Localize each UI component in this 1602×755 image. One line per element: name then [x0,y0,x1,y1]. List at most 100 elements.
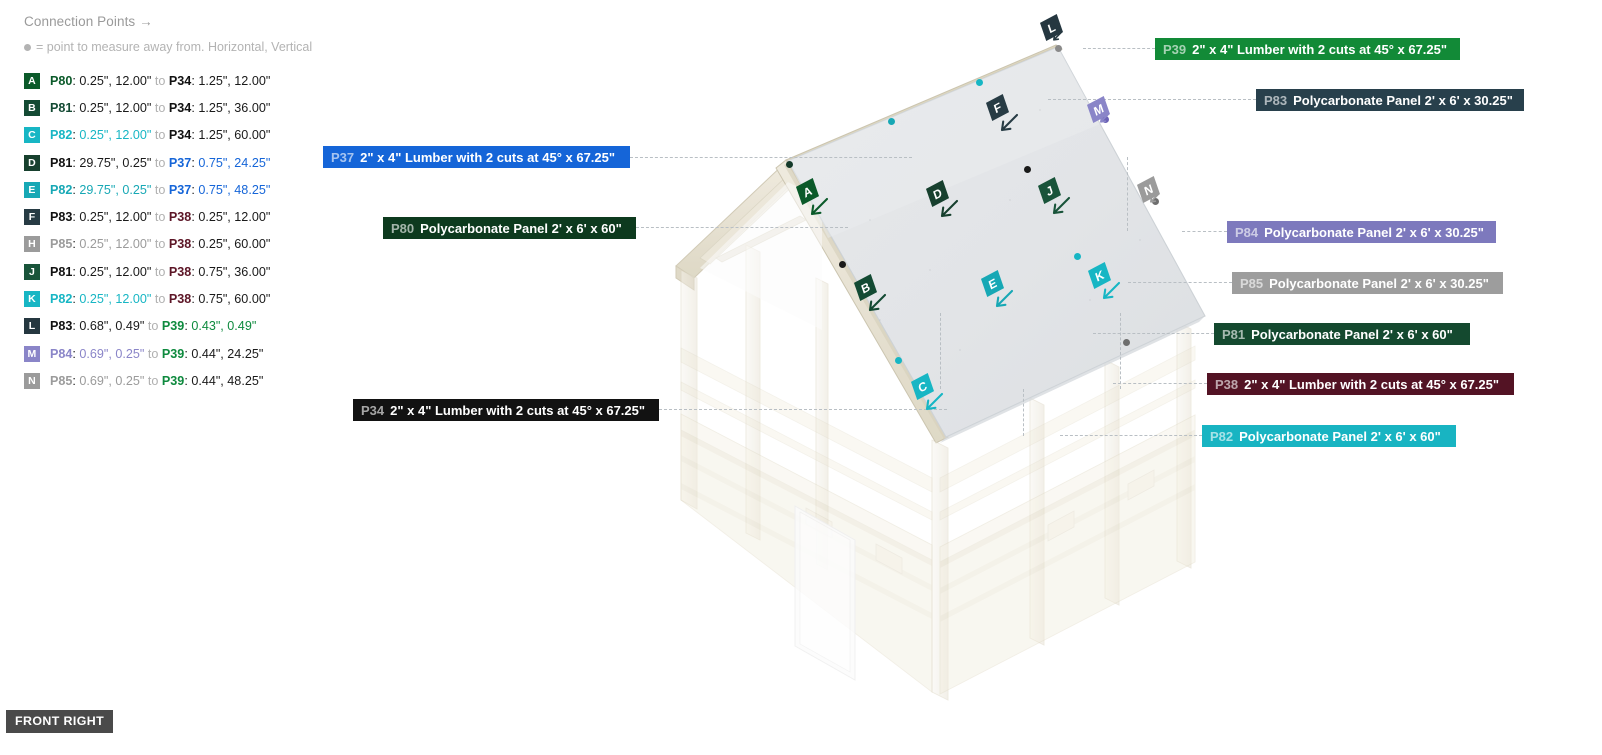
model-marker-b[interactable]: B [853,273,887,312]
model-marker-l[interactable]: L [1039,13,1064,42]
legend-row[interactable]: H P85: 0.25", 12.00" to P38: 0.25", 60.00… [24,231,344,258]
legend-to-values: 0.43", 0.49" [191,319,257,334]
callout-p34[interactable]: P34 2" x 4" Lumber with 2 cuts at 45° x 6… [353,399,659,421]
leader-vert-left [940,313,941,389]
model-marker-label: K [1087,261,1112,290]
legend-to-id: P39 [161,373,185,388]
callout-description: Polycarbonate Panel 2' x 6' x 30.25" [1264,224,1484,240]
legend-from-values: 0.68", 0.49" [79,319,145,334]
callout-id: P82 [1210,428,1234,444]
model-marker-label: B [853,273,878,302]
model-marker-label: E [980,269,1005,298]
cpdot-ridge-top[interactable] [1055,45,1062,52]
legend-to-word: to [147,346,159,361]
legend-to-id: P34 [168,100,192,115]
model-marker-label: F [985,93,1010,122]
legend-badge-n: N [24,372,40,389]
legend-row-text: P82: 29.75", 0.25" to P37: 0.75", 48.25" [50,182,271,197]
legend-to-values: 0.75", 24.25" [198,155,271,170]
legend-to-values: 0.44", 48.25" [191,373,264,388]
callout-description: Polycarbonate Panel 2' x 6' x 30.25" [1293,92,1513,108]
legend-from-id: P80 [50,73,73,88]
cpdot-field-3[interactable] [1123,339,1130,346]
legend-to-id: P38 [168,292,192,307]
legend-to-word: to [154,237,166,252]
model-marker-e[interactable]: E [980,269,1014,308]
legend-to-values: 0.75", 48.25" [198,182,271,197]
legend-to-id: P38 [168,237,192,252]
legend-from-id: P83 [50,210,73,225]
model-marker-n[interactable]: N [1136,175,1161,204]
legend-to-word: to [147,319,159,334]
model-marker-c[interactable]: C [910,372,944,411]
callout-description: Polycarbonate Panel 2' x 6' x 60" [420,220,622,236]
leader-p85 [1128,282,1232,283]
callout-id: P85 [1240,275,1264,291]
callout-id: P39 [1163,41,1187,57]
legend-from-id: P82 [50,292,73,307]
legend-from-values: 0.25", 12.00" [79,237,152,252]
roof-texture [869,109,1141,351]
model-marker-f[interactable]: F [985,93,1019,132]
door-panel [794,505,856,681]
model-marker-label: N [1136,175,1161,204]
leader-p83 [1048,99,1256,100]
leader-vert-bottom [1023,389,1024,436]
callout-p84[interactable]: P84 Polycarbonate Panel 2' x 6' x 30.25" [1227,221,1496,243]
legend-to-values: 0.44", 24.25" [191,346,264,361]
model-marker-k[interactable]: K [1087,261,1121,300]
cpdot-field-2[interactable] [1074,253,1081,260]
legend-to-word: to [147,373,159,388]
legend-to-values: 1.25", 12.00" [198,73,271,88]
cpdot-ridge-1[interactable] [976,79,983,86]
callout-description: 2" x 4" Lumber with 2 cuts at 45° x 67.2… [390,402,646,418]
callout-id: P84 [1235,224,1259,240]
legend-to-values: 1.25", 60.00" [198,128,271,143]
cpdot-field-1[interactable] [1024,166,1031,173]
leader-p82 [1060,435,1202,436]
leader-p80 [636,227,848,228]
model-marker-j[interactable]: J [1037,176,1071,215]
legend-badge-k: K [24,291,40,308]
legend-subtitle-text: = point to measure away from. Horizontal… [36,40,313,54]
model-marker-a[interactable]: A [795,177,829,216]
legend-to-word: to [154,100,166,115]
model-marker-m[interactable]: M [1086,95,1111,124]
legend-to-id: P39 [161,346,185,361]
legend-row-text: P85: 0.25", 12.00" to P38: 0.25", 60.00" [50,237,271,252]
legend-from-id: P84 [50,346,73,361]
legend-from-values: 0.69", 0.25" [79,346,145,361]
leader-vert-upper [1127,157,1128,231]
cpdot-eave-left[interactable] [786,161,793,168]
cpdot-rake-1[interactable] [839,261,846,268]
legend-to-id: P34 [168,73,192,88]
legend-badge-h: H [24,236,40,253]
callout-id: P34 [361,402,385,418]
legend-to-values: 0.25", 60.00" [198,237,271,252]
cpdot-rake-2[interactable] [895,357,902,364]
cpdot-ridge-2[interactable] [888,118,895,125]
model-marker-d[interactable]: D [925,179,959,218]
legend-from-id: P82 [50,182,73,197]
legend-from-id: P82 [50,128,73,143]
